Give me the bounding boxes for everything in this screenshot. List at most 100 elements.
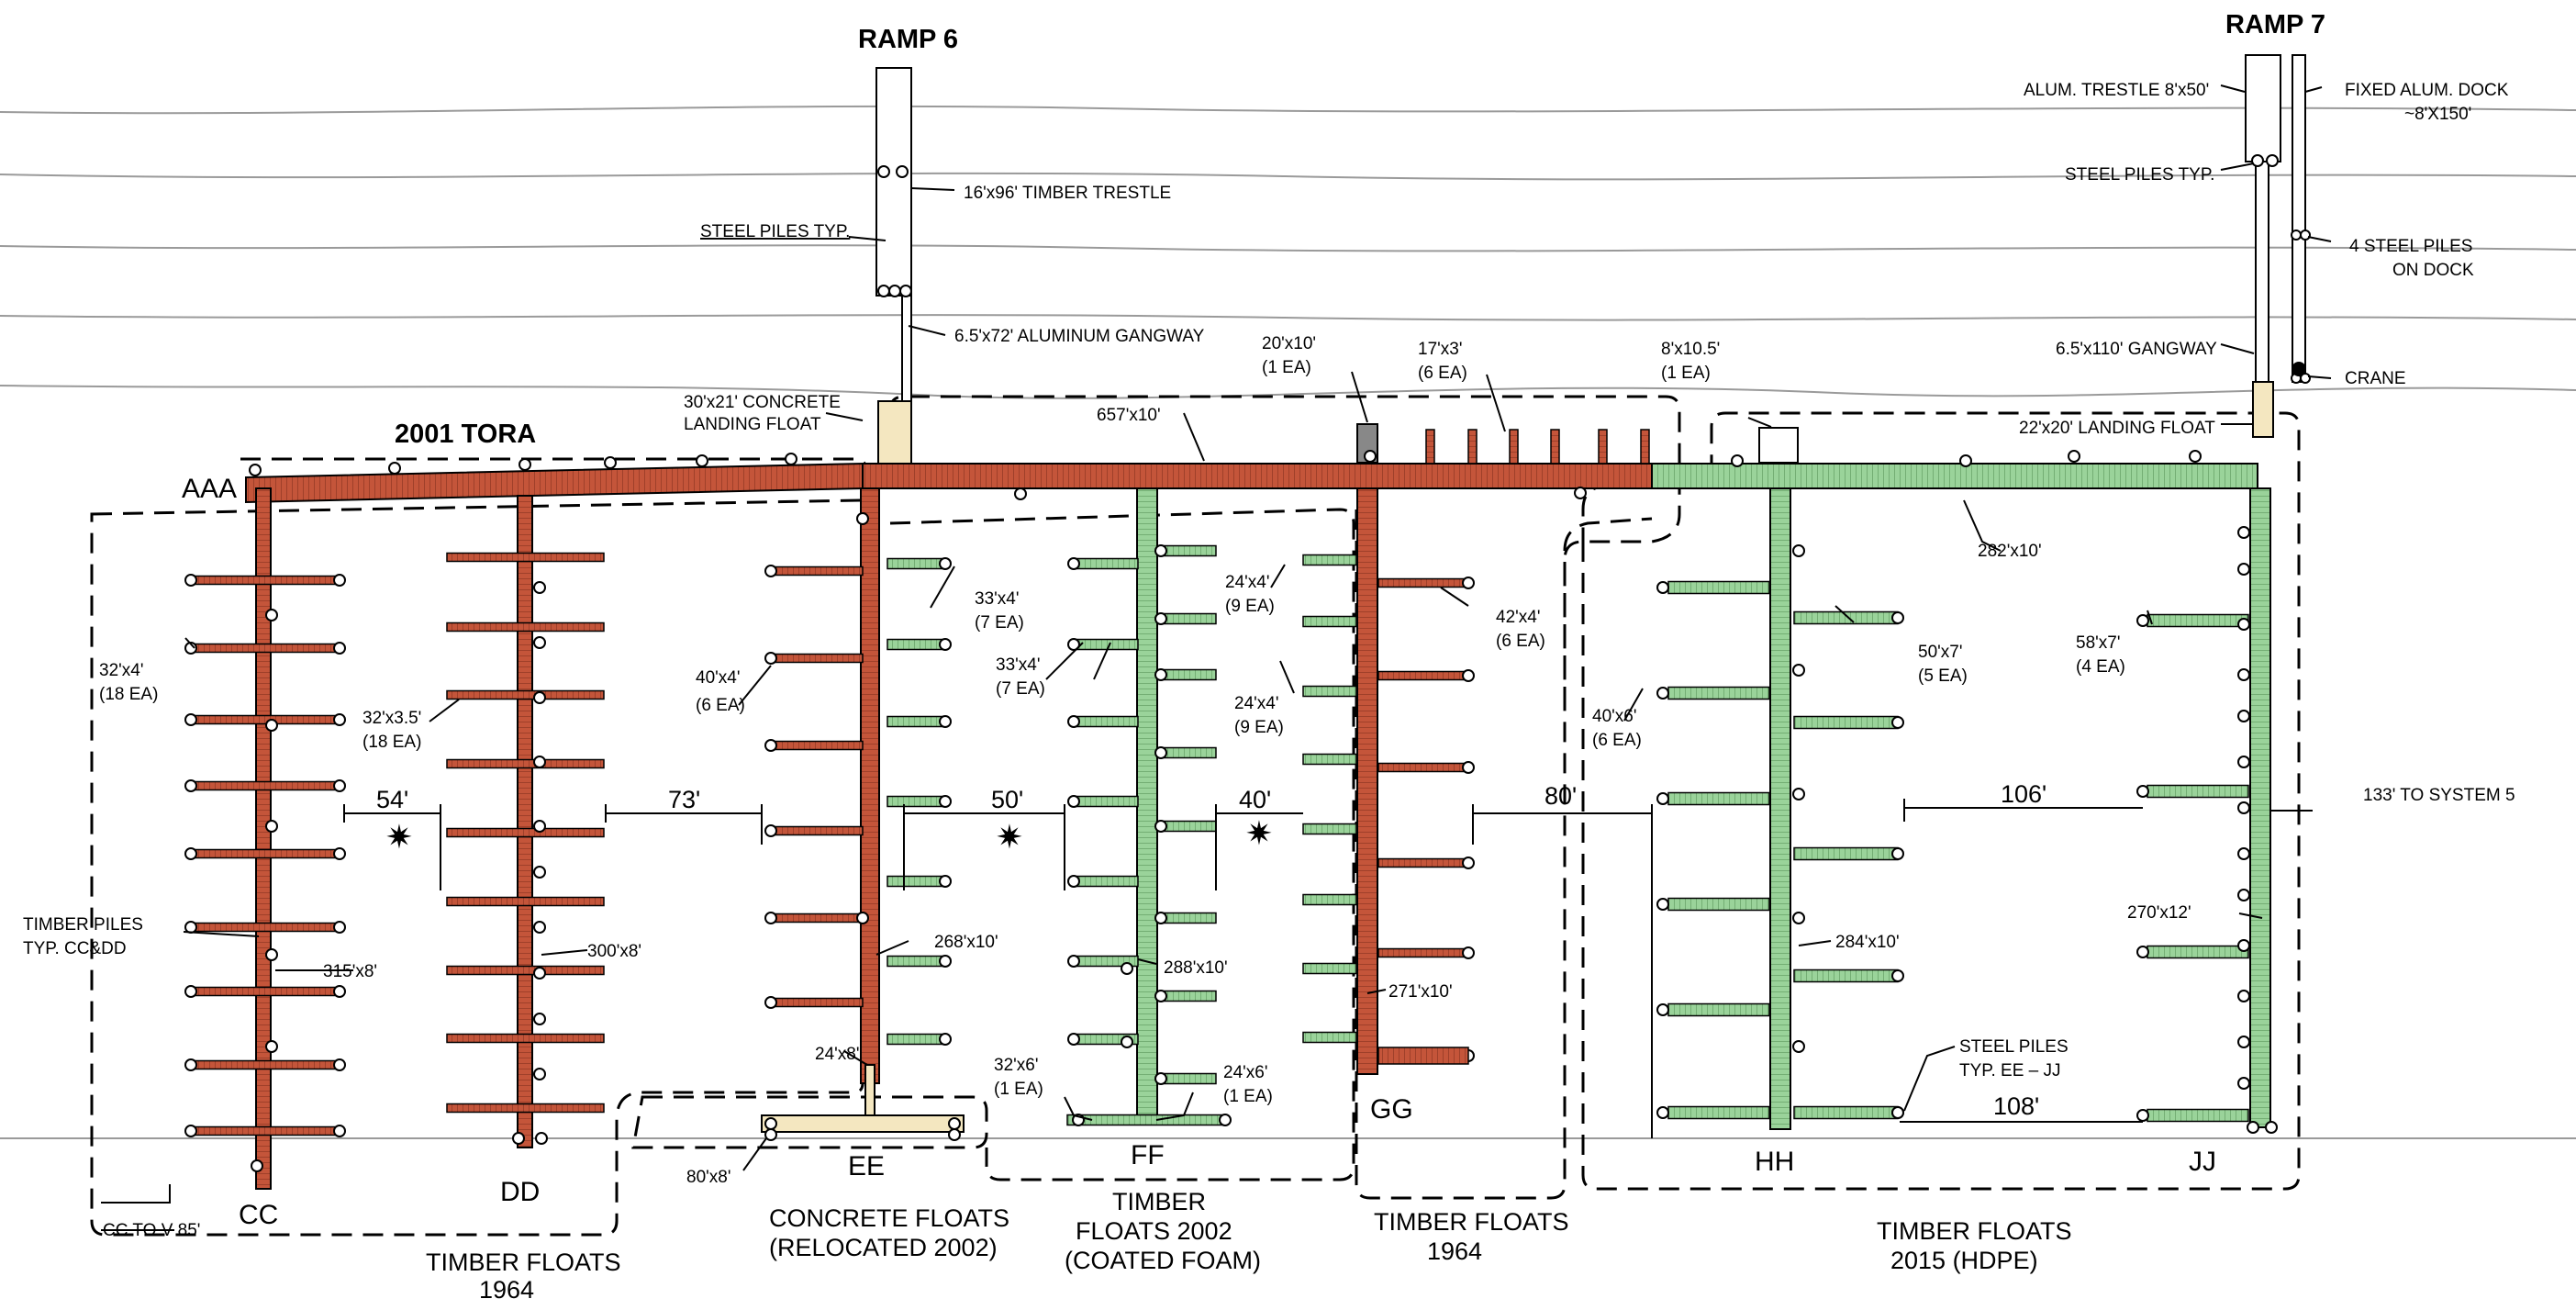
pile bbox=[939, 955, 952, 968]
caption-timber2002-3: (COATED FOAM) bbox=[1065, 1247, 1261, 1274]
dock-label-gg: GG bbox=[1370, 1094, 1413, 1125]
ee-concrete-head bbox=[761, 1114, 965, 1133]
pile bbox=[939, 557, 952, 570]
pile bbox=[533, 581, 546, 594]
pile bbox=[184, 713, 197, 726]
hh-right-finger bbox=[1793, 715, 1899, 730]
dim-label-system5: 133' TO SYSTEM 5 bbox=[2363, 786, 2515, 805]
label-jj-finger-1: 58'x7' bbox=[2076, 633, 2120, 653]
ff-far-left-finger bbox=[887, 1033, 946, 1046]
leader bbox=[1045, 642, 1084, 680]
ff-left-finger bbox=[1073, 638, 1139, 651]
pile bbox=[2237, 990, 2250, 1002]
ff-far-left-finger bbox=[887, 557, 946, 570]
label-gg-walk: 271'x10' bbox=[1388, 982, 1453, 1002]
pile bbox=[1656, 687, 1669, 700]
pile bbox=[2237, 1036, 2250, 1048]
pile bbox=[2237, 563, 2250, 576]
pile bbox=[1121, 962, 1133, 975]
dim-label-54: 54' bbox=[376, 786, 408, 813]
cc-finger bbox=[190, 780, 340, 791]
contour-line bbox=[0, 172, 2576, 181]
leader bbox=[2147, 610, 2153, 625]
pile bbox=[948, 1117, 961, 1130]
leader bbox=[1834, 605, 1855, 623]
pile bbox=[1891, 716, 1904, 729]
gg-side-finger bbox=[1302, 893, 1357, 906]
pile bbox=[2237, 889, 2250, 901]
cc-walkway bbox=[255, 487, 272, 1190]
pile bbox=[533, 1013, 546, 1025]
pile bbox=[265, 719, 278, 732]
ee-finger bbox=[770, 997, 864, 1008]
pile bbox=[1959, 454, 1972, 467]
pile bbox=[533, 820, 546, 833]
pile bbox=[1656, 792, 1669, 805]
pile bbox=[1067, 638, 1080, 651]
pile bbox=[333, 574, 346, 587]
leader bbox=[1963, 499, 2002, 552]
pile bbox=[696, 454, 708, 467]
leader bbox=[825, 412, 864, 421]
label-hh-walk: 284'x10' bbox=[1835, 933, 1900, 952]
steel-pile bbox=[2266, 154, 2279, 167]
ff-far-left-finger bbox=[887, 715, 946, 728]
label-landing-22x20: 22'x20' LANDING FLOAT bbox=[2019, 419, 2215, 438]
timber-trestle-ramp6 bbox=[875, 67, 912, 297]
pile bbox=[1656, 898, 1669, 911]
ramp7 bbox=[2245, 54, 2311, 438]
pile bbox=[939, 875, 952, 888]
label-hh-left-1: 40'x6' bbox=[1592, 707, 1636, 726]
label-ee-walk: 268'x10' bbox=[934, 933, 998, 952]
gg-finger bbox=[1377, 670, 1469, 681]
label-ee-finger-2: (6 EA) bbox=[696, 696, 745, 715]
dock-label-hh: HH bbox=[1755, 1147, 1794, 1177]
float-17x3 bbox=[1550, 429, 1560, 465]
pile bbox=[1154, 612, 1167, 625]
hh-left-finger bbox=[1667, 897, 1770, 912]
pile bbox=[1792, 544, 1805, 557]
gg-boundary-inner bbox=[1563, 517, 1653, 707]
leader bbox=[1903, 1046, 1956, 1112]
pile bbox=[2237, 847, 2250, 860]
jj-walkway bbox=[2249, 487, 2271, 1128]
leader bbox=[1183, 412, 1205, 462]
asterisk-icon: ✷ bbox=[1245, 814, 1273, 852]
leader bbox=[2307, 236, 2332, 242]
label-dd-finger-2: (18 EA) bbox=[362, 733, 421, 752]
gg-finger bbox=[1377, 577, 1469, 588]
tora-walkway bbox=[245, 462, 864, 504]
pile bbox=[519, 458, 531, 471]
pile bbox=[1364, 450, 1377, 463]
pile bbox=[856, 912, 869, 924]
pile bbox=[1731, 454, 1744, 467]
leader bbox=[910, 187, 955, 191]
pile bbox=[2237, 1077, 2250, 1090]
pile bbox=[939, 795, 952, 808]
pile bbox=[1656, 581, 1669, 594]
steel-pile bbox=[896, 165, 909, 178]
dim-label-106: 106' bbox=[2001, 780, 2046, 808]
dd-finger bbox=[446, 758, 605, 769]
pile bbox=[333, 1125, 346, 1137]
dd-finger bbox=[446, 689, 605, 700]
dd-finger bbox=[446, 965, 605, 976]
ff-left-finger bbox=[1073, 715, 1139, 728]
pile bbox=[265, 820, 278, 833]
leader bbox=[1486, 374, 1506, 432]
docks bbox=[184, 487, 2278, 1190]
pile bbox=[1792, 1040, 1805, 1053]
label-cc-finger-2: (18 EA) bbox=[99, 685, 158, 704]
dim-cc-to-v bbox=[101, 1184, 174, 1231]
cc-finger bbox=[190, 986, 340, 997]
leader bbox=[930, 565, 955, 609]
leader bbox=[848, 236, 887, 241]
ee-stem bbox=[864, 1064, 875, 1116]
cc-finger bbox=[190, 1059, 340, 1070]
gg-boundary bbox=[888, 395, 1681, 1200]
leader bbox=[1366, 989, 1387, 994]
pile bbox=[1121, 1036, 1133, 1048]
alum-trestle-ramp7 bbox=[2245, 54, 2281, 162]
pile bbox=[1219, 1114, 1232, 1126]
pile bbox=[2237, 668, 2250, 681]
